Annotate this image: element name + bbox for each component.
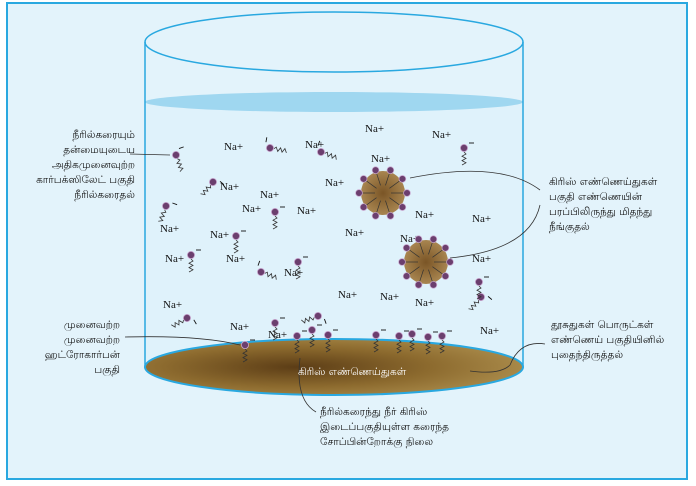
micelle-head [371,212,380,220]
water-surface [145,92,523,112]
sodium-ion: Na+ [338,289,357,301]
sodium-ion: Na+ [472,213,491,225]
micelle-head [402,244,411,252]
dirt-embedded-label: தூசுதுகள் பொருட்கள் எண்ணெய் பகுதியினில் … [551,319,665,361]
soap-molecule [200,178,225,196]
sodium-ion: Na+ [242,203,261,215]
sodium-ion: Na+ [345,227,364,239]
micelle-head [441,272,450,280]
sodium-ion: Na+ [224,141,243,153]
negative-charge [265,137,268,143]
negative-charge [487,296,493,300]
soap-molecule [408,328,422,352]
negative-charge [172,202,178,206]
micelle-head [446,258,454,266]
soap-molecule [301,312,327,324]
sodium-ion: Na+ [226,253,245,265]
sodium-ion: Na+ [371,153,390,165]
sodium-ion: Na+ [415,297,434,309]
sodium-ion: Na+ [220,181,239,193]
interface-label: நீரில்கரைந்து நீர் கிரிஸ் இடைப்பகுதியுள்… [320,406,449,448]
soap-molecule [475,276,489,300]
soap-molecule [317,140,337,160]
micelle-head [414,235,423,243]
beaker-rim [144,11,524,73]
negative-charge [178,146,184,150]
sodium-ion: Na+ [230,321,249,333]
soap-molecule [271,317,285,341]
soap-molecule [460,142,474,166]
micelle-head [386,166,395,174]
micelle-head [402,272,411,280]
soap-molecule [271,206,285,230]
soap-molecule [158,202,178,222]
hydrophobic-label: முனைவற்ற முனைவற்ற ஹட்ரோகார்பன் பகுதி [44,319,120,376]
micelle-head [359,175,368,183]
negative-charge [323,318,327,324]
negative-charge [257,260,261,266]
soap-molecule [187,249,201,273]
soap-molecule [293,330,307,354]
micelle-head [398,258,406,266]
hydrophilic-label: நீரில்கரையும் தன்மையுடைய அதிகமுனைவுற்ற க… [36,129,135,201]
sodium-ion: Na+ [163,299,182,311]
soap-molecule [294,256,308,280]
micelle-head [359,203,368,211]
sodium-ion: Na+ [160,223,179,235]
pointer-lines [124,153,546,413]
soap-molecule [424,331,438,355]
negative-charge [219,181,225,185]
micelle-2 [404,240,448,284]
sodium-ion: Na+ [472,253,491,265]
negative-charge [317,140,321,146]
soap-molecule [232,230,246,254]
micelle-head [398,175,407,183]
micelle-head [398,203,407,211]
negative-charge [193,319,197,325]
sodium-ion: Na+ [380,291,399,303]
micelle-head [355,189,363,197]
sodium-ion: Na+ [297,205,316,217]
beaker [144,11,524,396]
micelle-head [429,281,438,289]
micelle-1 [361,171,405,215]
micelle-head [371,166,380,174]
soap-molecule [438,330,452,354]
grease-label: கிரிஸ் எண்ணெய்துகள் [298,366,407,378]
sodium-ion: Na+ [325,177,344,189]
sodium-ion: Na+ [210,229,229,241]
sodium-ion: Na+ [268,329,287,341]
soap-molecule [324,329,338,353]
soap-molecule [395,330,409,354]
micelle-head [441,244,450,252]
soap-molecule [265,137,287,154]
sodium-ion: Na+ [480,325,499,337]
micelle-head [414,281,423,289]
soap-molecule [372,329,386,353]
soap-molecule [172,146,184,172]
sodium-ion: Na+ [432,129,451,141]
sodium-ion: Na+ [415,209,434,221]
soap-molecule [241,339,255,363]
micelle-head [386,212,395,220]
soap-molecule [308,324,322,348]
micelle-head [429,235,438,243]
sodium-ion: Na+ [365,123,384,135]
grease-removal-label: கிரிஸ் எண்ணெய்துகள் பகுதி எண்ணெயின் பரப்… [549,176,658,233]
sodium-ion: Na+ [284,267,303,279]
soap-molecule [171,314,197,328]
sodium-ion: Na+ [165,253,184,265]
soap-molecule [257,260,277,280]
micelle-head [403,189,411,197]
sodium-ion: Na+ [400,233,419,245]
sodium-ion: Na+ [260,189,279,201]
